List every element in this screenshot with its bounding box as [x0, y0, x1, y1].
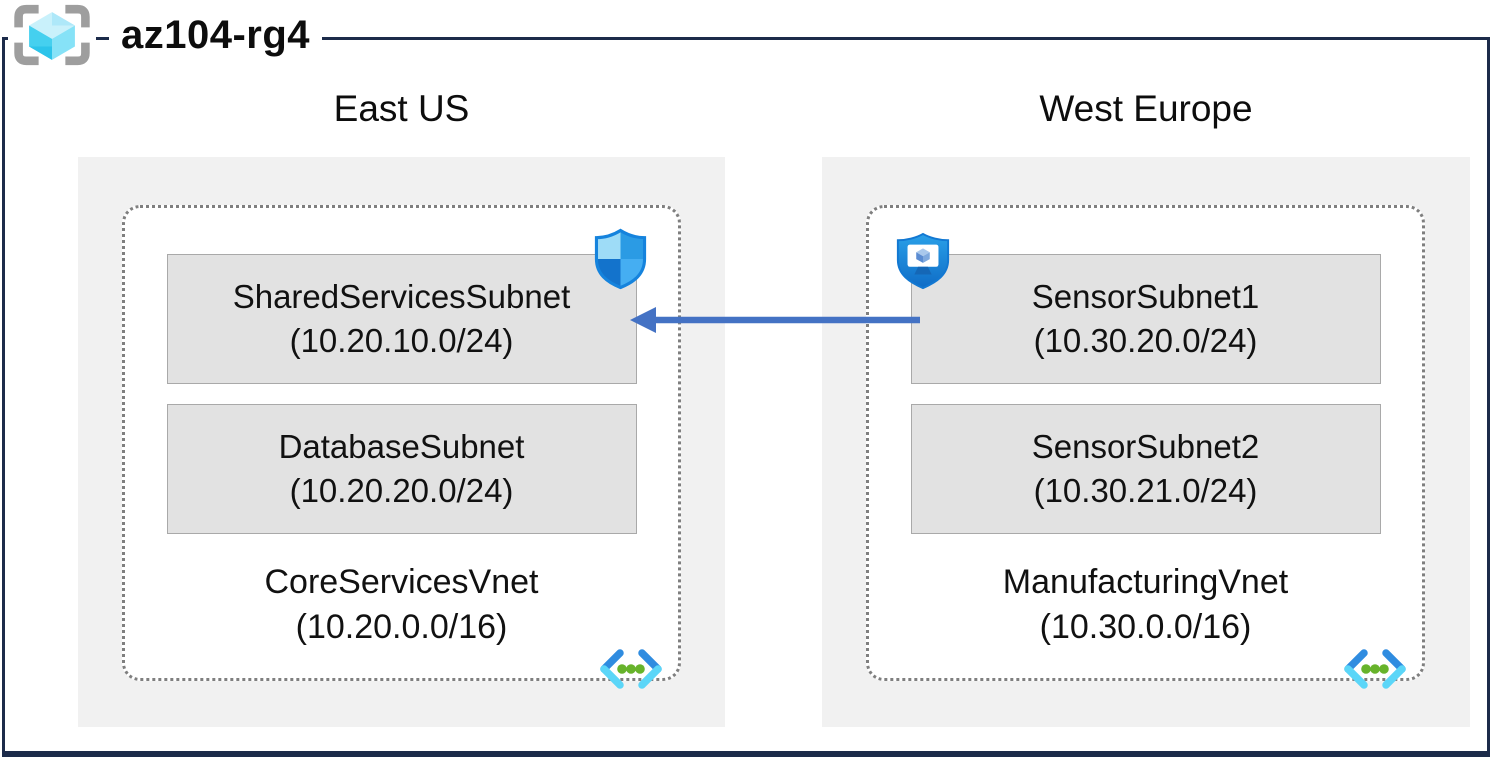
network-security-group-shield-icon	[592, 227, 649, 291]
subnet-sensor2: SensorSubnet2 (10.30.21.0/24)	[910, 404, 1381, 534]
region-label-east-us: East US	[333, 88, 470, 129]
subnet-database: DatabaseSubnet (10.20.20.0/24)	[166, 404, 637, 534]
subnet-name: SharedServicesSubnet	[232, 278, 571, 316]
subnet-cidr: (10.20.10.0/24)	[289, 322, 514, 359]
traffic-arrow	[628, 302, 920, 338]
vnet-manufacturing: SensorSubnet1 (10.30.20.0/24)	[866, 205, 1425, 689]
subnet-sharedservices: SharedServicesSubnet (10.20.10.0/24)	[166, 228, 646, 384]
virtual-network-icon	[1342, 645, 1408, 693]
subnet-cidr: (10.20.20.0/24)	[289, 472, 514, 509]
subnet-sensor1: SensorSubnet1 (10.30.20.0/24)	[896, 232, 1381, 384]
vnet-label-coreservices: CoreServicesVnet (10.20.0.0/16)	[125, 560, 678, 650]
defender-iot-sensor-shield-icon	[892, 232, 954, 290]
subnet-name: SensorSubnet2	[1031, 428, 1260, 466]
vnet-cidr: (10.30.0.0/16)	[1039, 607, 1252, 646]
resource-group-header: az104-rg4	[8, 2, 323, 68]
subnet-cidr: (10.30.20.0/24)	[1033, 322, 1258, 359]
vnet-name: ManufacturingVnet	[1002, 563, 1289, 601]
vnet-coreservices: SharedServicesSubnet (10.20.10.0/24)	[122, 205, 681, 689]
resource-group-title: az104-rg4	[109, 12, 323, 58]
region-east-us: SharedServicesSubnet (10.20.10.0/24)	[78, 157, 725, 727]
resource-group-icon	[8, 4, 96, 66]
vnet-label-manufacturing: ManufacturingVnet (10.30.0.0/16)	[869, 560, 1422, 650]
subnet-name: DatabaseSubnet	[278, 428, 525, 466]
virtual-network-icon	[598, 645, 664, 693]
vnet-name: CoreServicesVnet	[264, 563, 539, 601]
resource-group-frame	[2, 37, 1490, 757]
subnet-name: SensorSubnet1	[1031, 278, 1260, 316]
region-label-west-europe: West Europe	[1039, 88, 1253, 129]
region-west-europe: SensorSubnet1 (10.30.20.0/24)	[822, 157, 1470, 727]
vnet-cidr: (10.20.0.0/16)	[295, 607, 508, 646]
subnet-cidr: (10.30.21.0/24)	[1033, 472, 1258, 509]
